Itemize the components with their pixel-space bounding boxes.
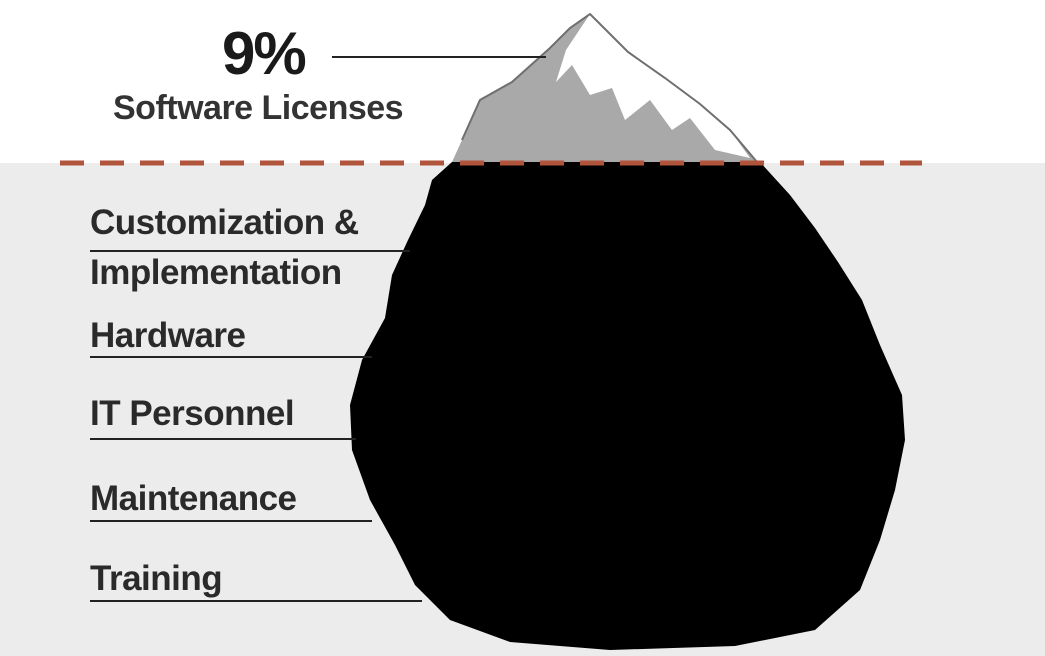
cost-label-training: Training [90, 559, 223, 598]
tip-label: Software Licenses [113, 89, 404, 127]
cost-label-hardware: Hardware [90, 316, 246, 355]
cost-label-customization: Customization & [90, 203, 359, 242]
tip-percent: 9% [222, 20, 307, 87]
iceberg-tip-snow [556, 14, 750, 158]
cost-label-it-personnel: IT Personnel [90, 394, 295, 433]
cost-label-maintenance: Maintenance [90, 479, 297, 518]
iceberg-tip-outline [461, 12, 758, 163]
cost-label-implementation: Implementation [90, 253, 342, 292]
iceberg-submerged-mass [350, 162, 905, 650]
